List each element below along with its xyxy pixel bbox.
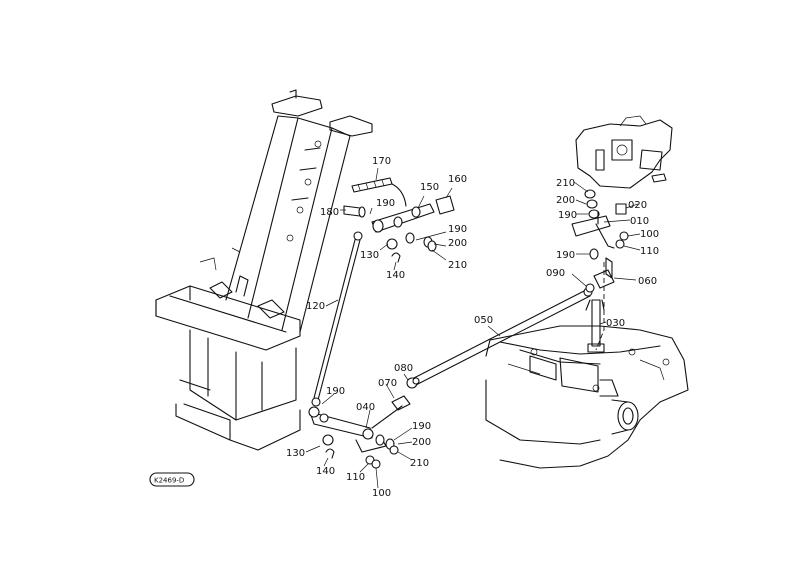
label-110-b: 110 <box>640 246 659 257</box>
engine-housing <box>485 115 689 469</box>
label-190-a: 190 <box>376 198 395 209</box>
label-150: 150 <box>420 182 439 193</box>
label-100-a: 100 <box>372 488 391 499</box>
steering-column-frame <box>155 89 373 451</box>
label-040: 040 <box>356 402 375 413</box>
label-120: 120 <box>306 301 325 312</box>
label-190-d: 190 <box>412 421 431 432</box>
label-190-c: 190 <box>326 386 345 397</box>
label-080: 080 <box>394 363 413 374</box>
leader-lines <box>305 167 641 489</box>
label-030: 030 <box>606 318 625 329</box>
label-060: 060 <box>638 276 657 287</box>
label-200-a: 200 <box>448 238 467 249</box>
label-050: 050 <box>474 315 493 326</box>
label-190-f: 190 <box>556 250 575 261</box>
label-210-a: 210 <box>448 260 467 271</box>
label-110-a: 110 <box>346 472 365 483</box>
lower-arm-assembly <box>308 395 411 469</box>
label-140-b: 140 <box>316 466 335 477</box>
label-160: 160 <box>448 174 467 185</box>
label-190-b: 190 <box>448 224 467 235</box>
label-100-b: 100 <box>640 229 659 240</box>
label-070: 070 <box>378 378 397 389</box>
label-180: 180 <box>320 207 339 218</box>
rod-120 <box>311 231 363 407</box>
label-010: 010 <box>630 216 649 227</box>
part-labels: 170 150 160 180 190 190 200 210 130 140 … <box>286 156 659 499</box>
reference-code-badge: K2469-D <box>149 472 195 487</box>
label-170: 170 <box>372 156 391 167</box>
label-130-b: 130 <box>286 448 305 459</box>
label-190-e: 190 <box>558 210 577 221</box>
reference-code: K2469-D <box>154 477 184 485</box>
label-200-c: 200 <box>556 195 575 206</box>
label-130-a: 130 <box>360 250 379 261</box>
throttle-lever-assembly <box>343 177 455 263</box>
label-020: 020 <box>628 200 647 211</box>
label-210-c: 210 <box>556 178 575 189</box>
label-210-b: 210 <box>410 458 429 469</box>
rod-050 <box>406 287 593 389</box>
label-200-b: 200 <box>412 437 431 448</box>
label-140-a: 140 <box>386 270 405 281</box>
label-090: 090 <box>546 268 565 279</box>
